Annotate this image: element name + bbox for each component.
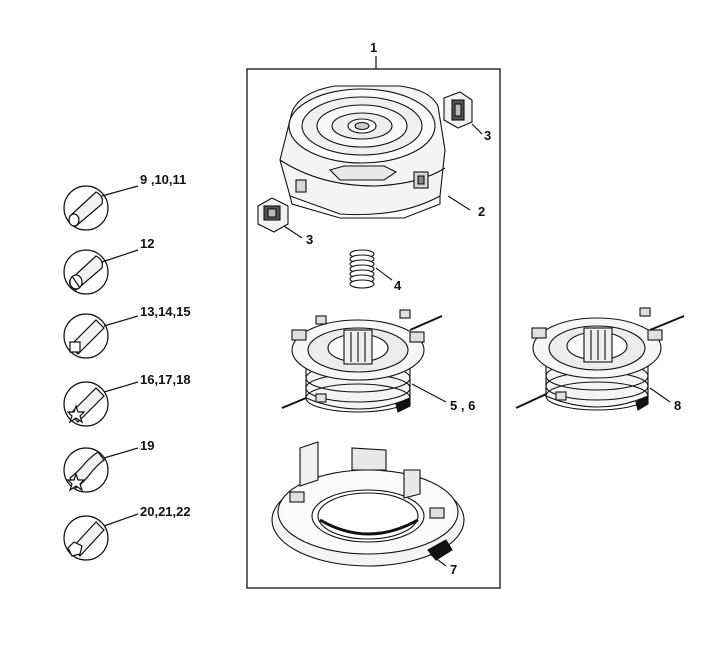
callout-leader-3b (283, 225, 303, 239)
line-profile-square (63, 313, 139, 359)
line-profile-star-twisted (63, 447, 139, 493)
line-profile-star (63, 381, 139, 427)
alt-spool-part (515, 307, 685, 411)
callout-5-6: 5 , 6 (450, 398, 475, 413)
profile-label-pentagon: 20,21,22 (140, 504, 191, 519)
callout-leader-3a (471, 123, 483, 135)
callout-leader-2 (447, 195, 471, 211)
button-part-top (443, 91, 473, 129)
callout-3-left: 3 (306, 232, 313, 247)
head-cover-part (279, 85, 446, 219)
line-profile-round-notched (63, 249, 139, 295)
callout-leader-7 (429, 553, 447, 567)
callout-2: 2 (478, 204, 485, 219)
spring-part (349, 249, 375, 289)
profile-label-round-notched: 12 (140, 236, 154, 251)
callout-7: 7 (450, 562, 457, 577)
callout-3-top: 3 (484, 128, 491, 143)
base-part (271, 441, 465, 567)
callout-leader-8 (649, 387, 671, 403)
profile-label-star-twisted: 19 (140, 438, 154, 453)
profile-label-square: 13,14,15 (140, 304, 191, 319)
line-profile-round (63, 185, 139, 231)
profile-label-star: 16,17,18 (140, 372, 191, 387)
assembly-number: 1 (370, 40, 377, 55)
line-profile-pentagon (63, 513, 139, 561)
callout-8: 8 (674, 398, 681, 413)
assembly-frame (246, 68, 501, 589)
callout-leader-4 (375, 267, 393, 281)
callout-leader-5-6 (411, 383, 447, 403)
button-part-left (257, 197, 289, 233)
callout-4: 4 (394, 278, 402, 293)
spool-part (281, 309, 443, 413)
profile-label-round: 9 ,10,11 (140, 172, 186, 187)
